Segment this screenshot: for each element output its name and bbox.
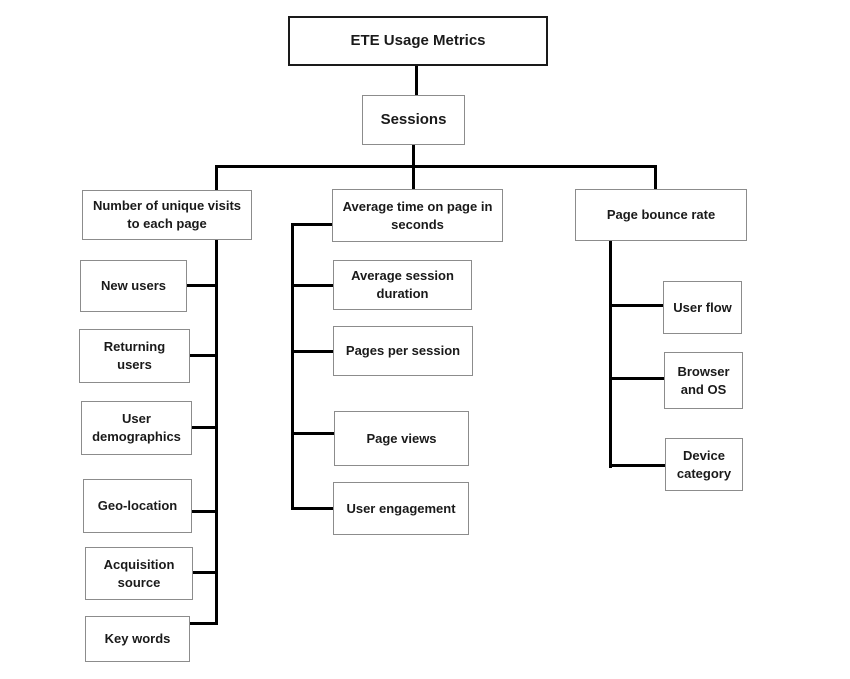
node-label: Device category xyxy=(676,447,732,481)
node-label: User engagement xyxy=(346,500,456,516)
node-unique-visits-header: Number of unique visits to each page xyxy=(82,190,252,240)
node-key-words: Key words xyxy=(85,616,190,662)
node-new-users: New users xyxy=(80,260,187,312)
connector-key-words xyxy=(190,622,218,625)
node-acquisition-source: Acquisition source xyxy=(85,547,193,600)
node-geo-location: Geo-location xyxy=(83,479,192,533)
connector-user-engagement xyxy=(291,507,333,510)
connector-left-drop xyxy=(215,165,218,191)
node-sessions: Sessions xyxy=(362,95,465,145)
connector-geo-location xyxy=(192,510,218,513)
node-label: Geo-location xyxy=(97,498,178,514)
node-ete-usage-metrics: ETE Usage Metrics xyxy=(288,16,548,66)
node-label: Key words xyxy=(104,631,171,647)
connector-avg-session-duration xyxy=(291,284,333,287)
connector-avg-time-header xyxy=(291,223,332,226)
connector-pages-per-session xyxy=(291,350,333,353)
node-user-engagement: User engagement xyxy=(333,482,469,535)
node-label: ETE Usage Metrics xyxy=(350,31,486,49)
node-page-views: Page views xyxy=(334,411,469,466)
node-pages-per-session: Pages per session xyxy=(333,326,473,376)
node-label: Returning users xyxy=(103,339,166,372)
node-avg-time-header: Average time on page in seconds xyxy=(332,189,503,242)
connector-user-demographics xyxy=(192,426,218,429)
node-browser-and-os: Browser and OS xyxy=(664,352,743,409)
node-label: User flow xyxy=(673,299,732,315)
node-label: Average time on page in seconds xyxy=(342,198,493,232)
connector-device-category xyxy=(609,464,665,467)
node-label: New users xyxy=(100,278,167,294)
node-returning-users: Returning users xyxy=(79,329,190,383)
connector-left-trunk xyxy=(215,240,218,625)
node-device-category: Device category xyxy=(665,438,743,491)
connector-returning-users xyxy=(190,354,218,357)
node-label: User demographics xyxy=(92,411,181,444)
connector-browser-os xyxy=(609,377,664,380)
node-label: Average session duration xyxy=(351,268,454,301)
connector-user-flow xyxy=(609,304,663,307)
node-label: Sessions xyxy=(380,110,447,128)
node-avg-session-duration: Average session duration xyxy=(333,260,472,310)
node-user-flow: User flow xyxy=(663,281,742,334)
node-label: Page bounce rate xyxy=(606,207,716,223)
node-label: Page views xyxy=(366,430,437,446)
node-label: Pages per session xyxy=(345,343,461,359)
node-page-bounce-rate-header: Page bounce rate xyxy=(575,189,747,241)
node-label: Browser and OS xyxy=(677,363,730,397)
connector-root-to-sessions xyxy=(415,66,418,95)
connector-middle-trunk xyxy=(291,223,294,510)
connector-right-drop xyxy=(654,165,657,190)
connector-right-trunk xyxy=(609,241,612,468)
node-label: Acquisition source xyxy=(103,556,175,590)
connector-splitter xyxy=(215,165,657,168)
node-user-demographics: User demographics xyxy=(81,401,192,455)
connector-new-users xyxy=(187,284,218,287)
connector-page-views xyxy=(291,432,334,435)
connector-acquisition-source xyxy=(193,571,218,574)
node-label: Number of unique visits to each page xyxy=(92,198,242,231)
